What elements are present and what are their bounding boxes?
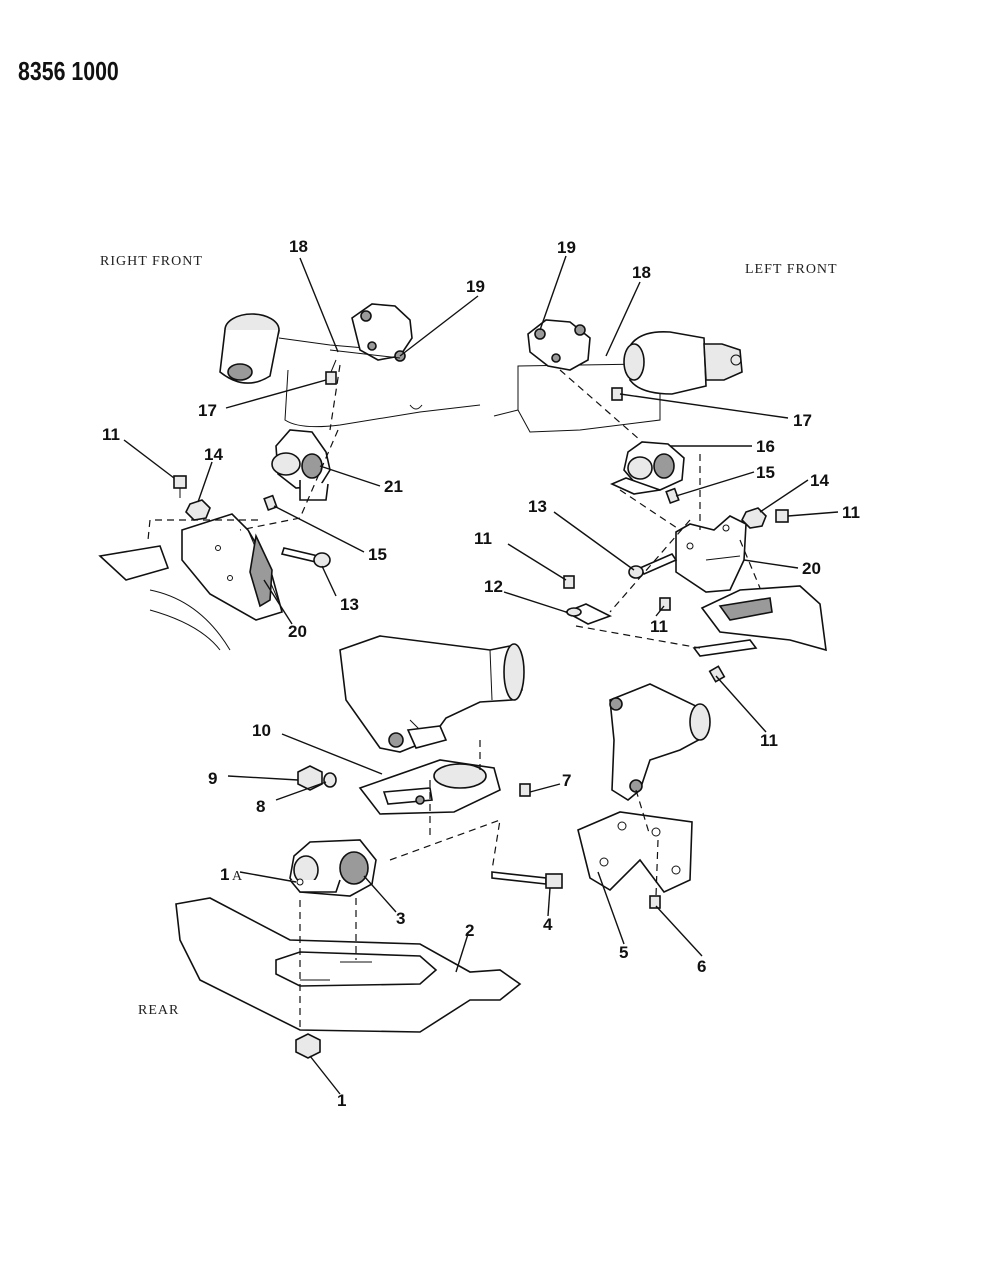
left-upper-bracket [527,319,591,371]
left-mount-bracket [675,515,747,593]
callout-13-right: 13 [340,595,359,614]
right-front-assembly [98,303,481,651]
diagram-number: 8356 1000 [18,56,119,86]
callout-14-right: 14 [204,445,223,464]
callout-14-left: 14 [810,471,829,490]
extension-mount-bracket [577,811,693,893]
callout-15-right: 15 [368,545,387,564]
callout-1a-suffix: A [232,869,243,884]
callout-12: 12 [484,577,503,596]
callout-17-right: 17 [198,401,217,420]
callout-11-left-right: 11 [842,503,860,522]
callout-11-left-upper: 11 [474,529,492,548]
callout-18-left: 18 [632,263,651,282]
callout-7: 7 [562,771,571,790]
region-label-right-front: RIGHT FRONT [100,254,203,269]
callout-20-right: 20 [288,622,307,641]
callout-21: 21 [384,477,403,496]
callout-11-right: 11 [102,425,120,444]
rear-crossmember [175,897,522,1033]
callouts: 18 19 17 11 14 21 15 13 20 19 18 17 16 1… [102,237,860,1110]
callout-10: 10 [252,721,271,740]
left-front-assembly [493,319,827,683]
right-bolt-17 [325,359,337,385]
callout-9: 9 [208,769,217,788]
transmission-assembly [175,635,711,1059]
callout-13-left: 13 [528,497,547,516]
callout-18-right: 18 [289,237,308,256]
right-engine-mount [271,429,331,501]
callout-11-left-mid: 11 [650,617,668,636]
left-plate-12 [564,603,613,625]
callout-1: 1 [337,1091,346,1110]
transmission-housing [339,635,523,753]
callout-3: 3 [396,909,405,928]
right-mount-bracket [181,513,283,621]
right-bolt-11 [173,475,187,498]
callout-1a: 1 [220,865,229,884]
rear-insulator [289,839,377,897]
left-stud-13 [628,552,678,579]
callout-19-left: 19 [557,238,576,257]
callout-16: 16 [756,437,775,456]
left-engine-mount [610,441,685,495]
callout-6: 6 [697,957,706,976]
right-frame-rail [98,545,170,581]
callout-2: 2 [465,921,474,940]
right-engine-block-edge [284,369,481,428]
left-frame-rail [700,585,827,652]
callout-8: 8 [256,797,265,816]
region-label-left-front: LEFT FRONT [745,262,838,277]
left-starter-motor [623,330,743,395]
leader-lines [123,255,839,1095]
callout-4: 4 [543,915,553,934]
callout-11-left-lower: 11 [760,731,778,750]
callout-19-right: 19 [466,277,485,296]
callout-5: 5 [619,943,628,962]
callout-20-left: 20 [802,559,821,578]
extension-housing [609,683,711,801]
rear-bolt-4 [491,871,563,889]
right-starter-motor [219,313,366,384]
callout-17-left: 17 [793,411,812,430]
assembly-lines [147,364,761,1030]
right-upper-bracket [329,303,413,362]
region-label-rear: REAR [138,1003,179,1018]
right-stud-13 [280,547,331,568]
callout-15-left: 15 [756,463,775,482]
